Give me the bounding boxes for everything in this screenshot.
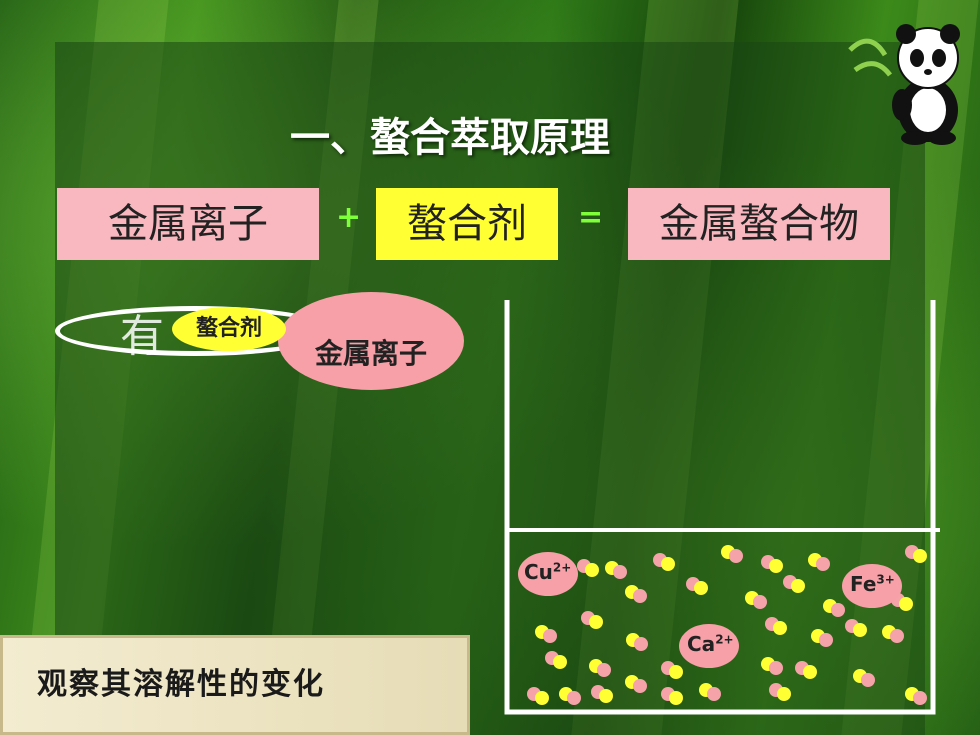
- particle: [613, 565, 627, 579]
- particle: [669, 691, 683, 705]
- particle: [753, 595, 767, 609]
- particle: [567, 691, 581, 705]
- cu-ion-bubble: [518, 552, 578, 596]
- equals-sign: =: [578, 200, 604, 235]
- particle: [913, 549, 927, 563]
- particles-group: [527, 545, 927, 705]
- particle: [535, 691, 549, 705]
- particle: [816, 557, 830, 571]
- beaker-outline: [504, 300, 936, 715]
- particle: [861, 673, 875, 687]
- caption-box: 观察其溶解性的变化: [0, 635, 470, 735]
- particle: [819, 633, 833, 647]
- content-panel: [55, 42, 925, 735]
- page-title: 一、螯合萃取原理: [290, 115, 610, 161]
- particle: [831, 603, 845, 617]
- particle: [661, 557, 675, 571]
- panda-icon: [848, 24, 960, 145]
- particle: [633, 589, 647, 603]
- fe-ion-label: Fe3+: [850, 572, 895, 596]
- fe-ion-bubble: [842, 564, 902, 608]
- particle: [585, 563, 599, 577]
- metal-ion-bubble: 金属离子: [278, 292, 464, 390]
- particle: [669, 665, 683, 679]
- particle: [913, 691, 927, 705]
- particle: [634, 637, 648, 651]
- particle: [597, 663, 611, 677]
- particle: [553, 655, 567, 669]
- particle: [899, 597, 913, 611]
- particle: [769, 661, 783, 675]
- particle: [777, 687, 791, 701]
- particle: [543, 629, 557, 643]
- particle: [773, 621, 787, 635]
- particle: [791, 579, 805, 593]
- particle: [633, 679, 647, 693]
- ca-ion-label: Ca2+: [687, 632, 734, 656]
- particle: [729, 549, 743, 563]
- chelating-agent-bubble: 螯合剂: [172, 307, 286, 351]
- particle: [853, 623, 867, 637]
- ca-ion-bubble: [679, 624, 739, 668]
- cu-ion-label: Cu2+: [524, 560, 572, 584]
- metal-ion-box: 金属离子: [57, 188, 319, 260]
- plus-sign: +: [336, 200, 362, 235]
- particle: [599, 689, 613, 703]
- particle: [769, 559, 783, 573]
- particle: [694, 581, 708, 595]
- particle: [803, 665, 817, 679]
- particle: [890, 629, 904, 643]
- metal-chelate-box: 金属螯合物: [628, 188, 890, 260]
- metal-ion-bubble-label: 金属离子: [314, 337, 427, 370]
- particle: [707, 687, 721, 701]
- particle: [589, 615, 603, 629]
- chelating-agent-box: 螯合剂: [376, 188, 558, 260]
